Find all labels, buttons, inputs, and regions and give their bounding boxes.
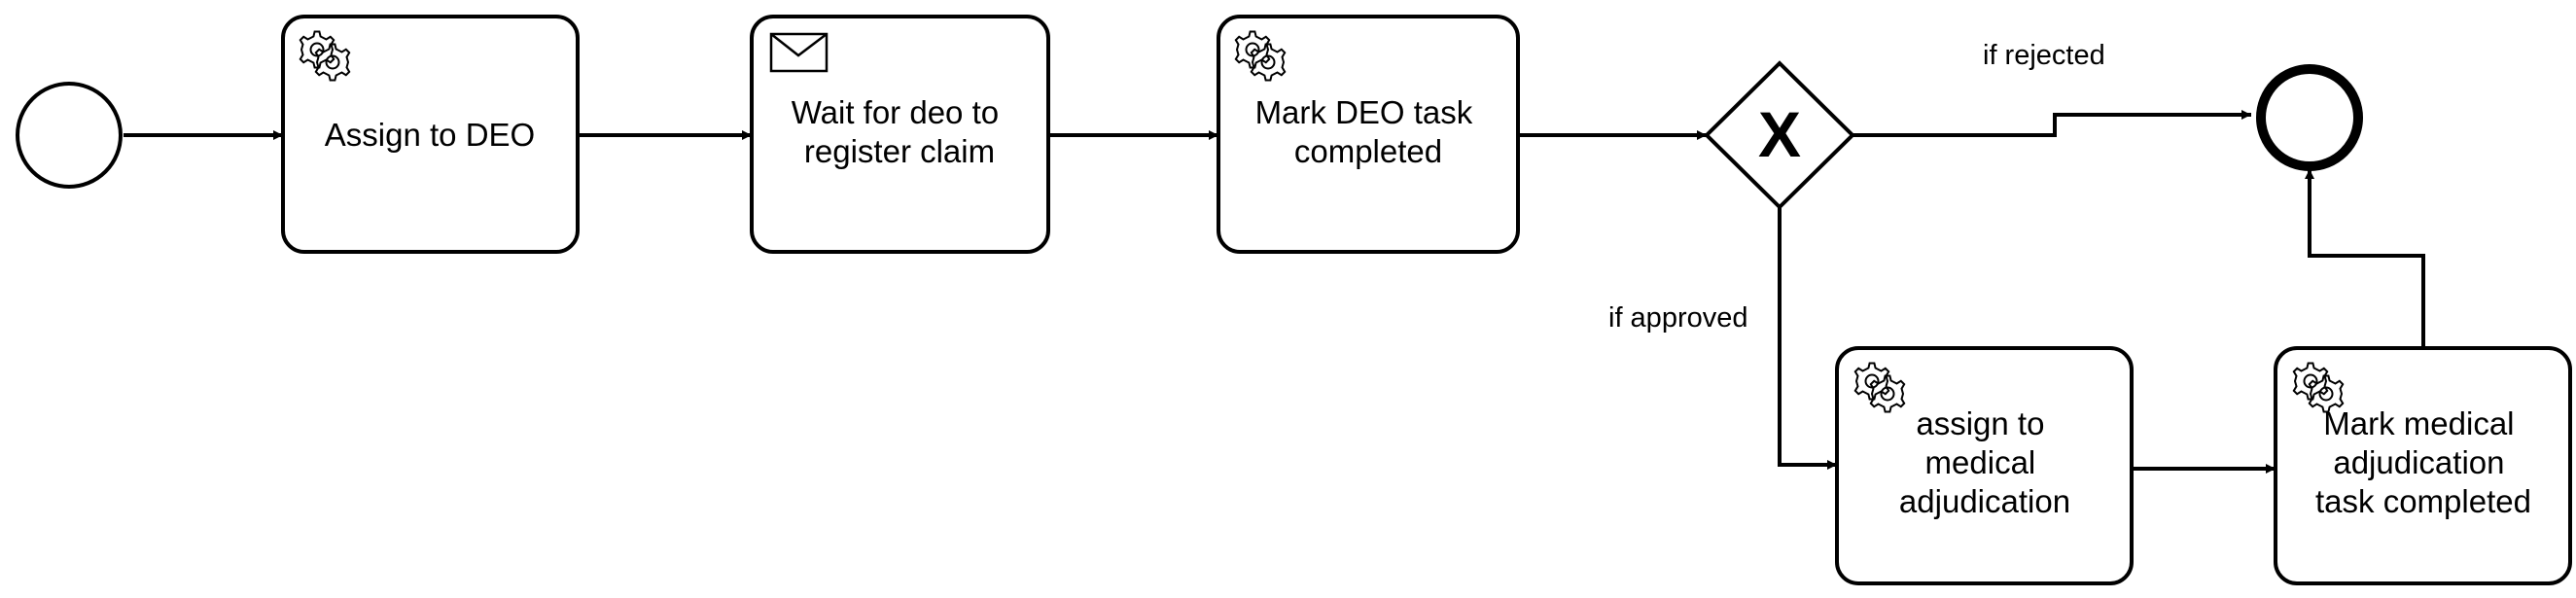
task-mark-deo-completed[interactable]: Mark DEO task completed <box>1217 15 1520 254</box>
start-event[interactable] <box>16 82 123 189</box>
task-label-line: Wait for deo to <box>792 94 999 130</box>
task-label: assign to medical adjudication <box>1899 405 2070 519</box>
task-label-line: Mark DEO task <box>1255 94 1473 130</box>
task-label-line: completed <box>1294 133 1442 169</box>
flow-gateway-rejected <box>1853 110 2251 137</box>
task-label-line: Assign to DEO <box>325 117 535 153</box>
flow-gateway-approved <box>1778 207 1837 470</box>
end-event[interactable] <box>2256 64 2363 171</box>
task-label-line: adjudication <box>2333 444 2504 480</box>
task-label: Mark DEO task completed <box>1255 94 1482 169</box>
task-label-line: Mark medical <box>2323 405 2514 441</box>
task-mark-medical-completed[interactable]: Mark medical adjudication task completed <box>2274 346 2572 585</box>
envelope-icon <box>769 32 829 73</box>
task-label-line: medical <box>1925 444 2036 480</box>
gateway-x-marker: X <box>1758 98 1801 170</box>
task-label: Mark medical adjudication task completed <box>2315 405 2531 519</box>
task-assign-to-deo[interactable]: Assign to DEO <box>281 15 580 254</box>
task-wait-for-deo[interactable]: Wait for deo to register claim <box>750 15 1050 254</box>
task-label: Wait for deo to register claim <box>792 94 1008 169</box>
task-label-line: assign to <box>1916 405 2044 441</box>
task-label-line: task completed <box>2315 483 2531 519</box>
task-label-line: register claim <box>804 133 995 169</box>
task-label-line: adjudication <box>1899 483 2070 519</box>
task-assign-to-medical-adjudication[interactable]: assign to medical adjudication <box>1835 346 2134 585</box>
exclusive-gateway[interactable]: X <box>1704 60 1855 210</box>
edge-label-approved: if approved <box>1608 302 1748 334</box>
flow-mark-medical-to-end <box>2305 169 2425 346</box>
task-label: Assign to DEO <box>325 117 535 153</box>
edge-label-rejected: if rejected <box>1983 40 2105 71</box>
